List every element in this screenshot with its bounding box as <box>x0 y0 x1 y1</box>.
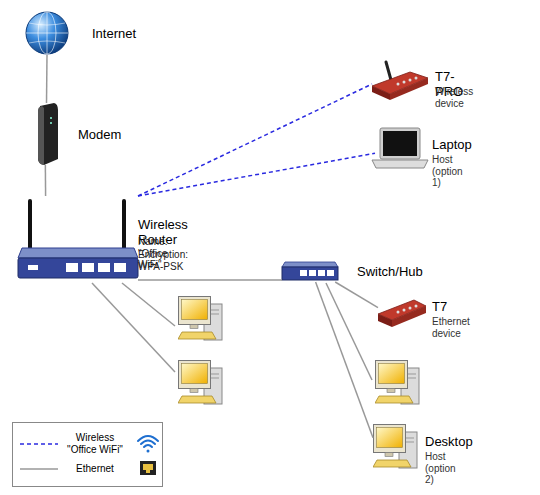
device-name: T7 <box>432 300 447 315</box>
wifi-icon <box>138 436 158 453</box>
wireless-link <box>138 84 372 196</box>
ethernet-link <box>46 55 48 103</box>
switch-icon <box>282 262 338 280</box>
desktop-icon <box>178 297 222 341</box>
device-name: Desktop <box>425 435 473 450</box>
network-device: Internet <box>25 11 69 55</box>
t7-pro-device <box>372 62 428 100</box>
network-device: LaptopHost (option 1) <box>375 128 425 170</box>
ethernet-wire <box>92 283 175 372</box>
ethernet-wire <box>326 283 372 380</box>
network-device: Modem <box>35 103 58 165</box>
network-device: T7Ethernet device <box>378 298 426 330</box>
network-device: Wireless RouterName: "Office WiFi"Encryp… <box>18 196 138 282</box>
device-name: Internet <box>92 27 136 42</box>
ethernet-sample <box>20 468 58 470</box>
modem-icon <box>38 103 58 165</box>
network-device: DesktopHost (option 2) <box>373 424 419 470</box>
device-name: Laptop <box>432 138 472 153</box>
ethernet-wire <box>122 283 175 326</box>
desktop-icon <box>375 361 419 405</box>
device-name: Switch/Hub <box>357 265 423 280</box>
network-device: T7-PROWireless device <box>372 62 428 102</box>
wireless-sample <box>20 443 58 445</box>
ethernet-link <box>138 279 282 281</box>
wireless-link <box>138 153 375 196</box>
ethernet-link <box>316 282 373 438</box>
ethernet-link <box>45 165 47 196</box>
legend-text: Wireless "Office WiFi" <box>62 432 128 456</box>
router-icon <box>18 201 138 278</box>
device-detail: Host (option 2) <box>425 451 456 486</box>
device-detail: Encryption: WPA-PSK <box>138 249 188 272</box>
ethernet-port-icon <box>140 461 156 475</box>
legend-box <box>13 423 163 487</box>
desktop-icon <box>178 361 222 405</box>
device-detail: Wireless device <box>435 86 473 109</box>
network-device: Switch/Hub <box>282 262 338 282</box>
desktop-icon <box>373 425 417 469</box>
laptop-icon <box>372 128 428 168</box>
legend-text: Ethernet <box>62 463 128 475</box>
internet-globe <box>26 12 68 54</box>
device-detail: Ethernet device <box>432 316 470 339</box>
device-detail: Host (option 1) <box>432 154 463 189</box>
device-name: Modem <box>78 128 121 143</box>
ethernet-link <box>335 282 378 308</box>
t7-device <box>378 300 426 327</box>
